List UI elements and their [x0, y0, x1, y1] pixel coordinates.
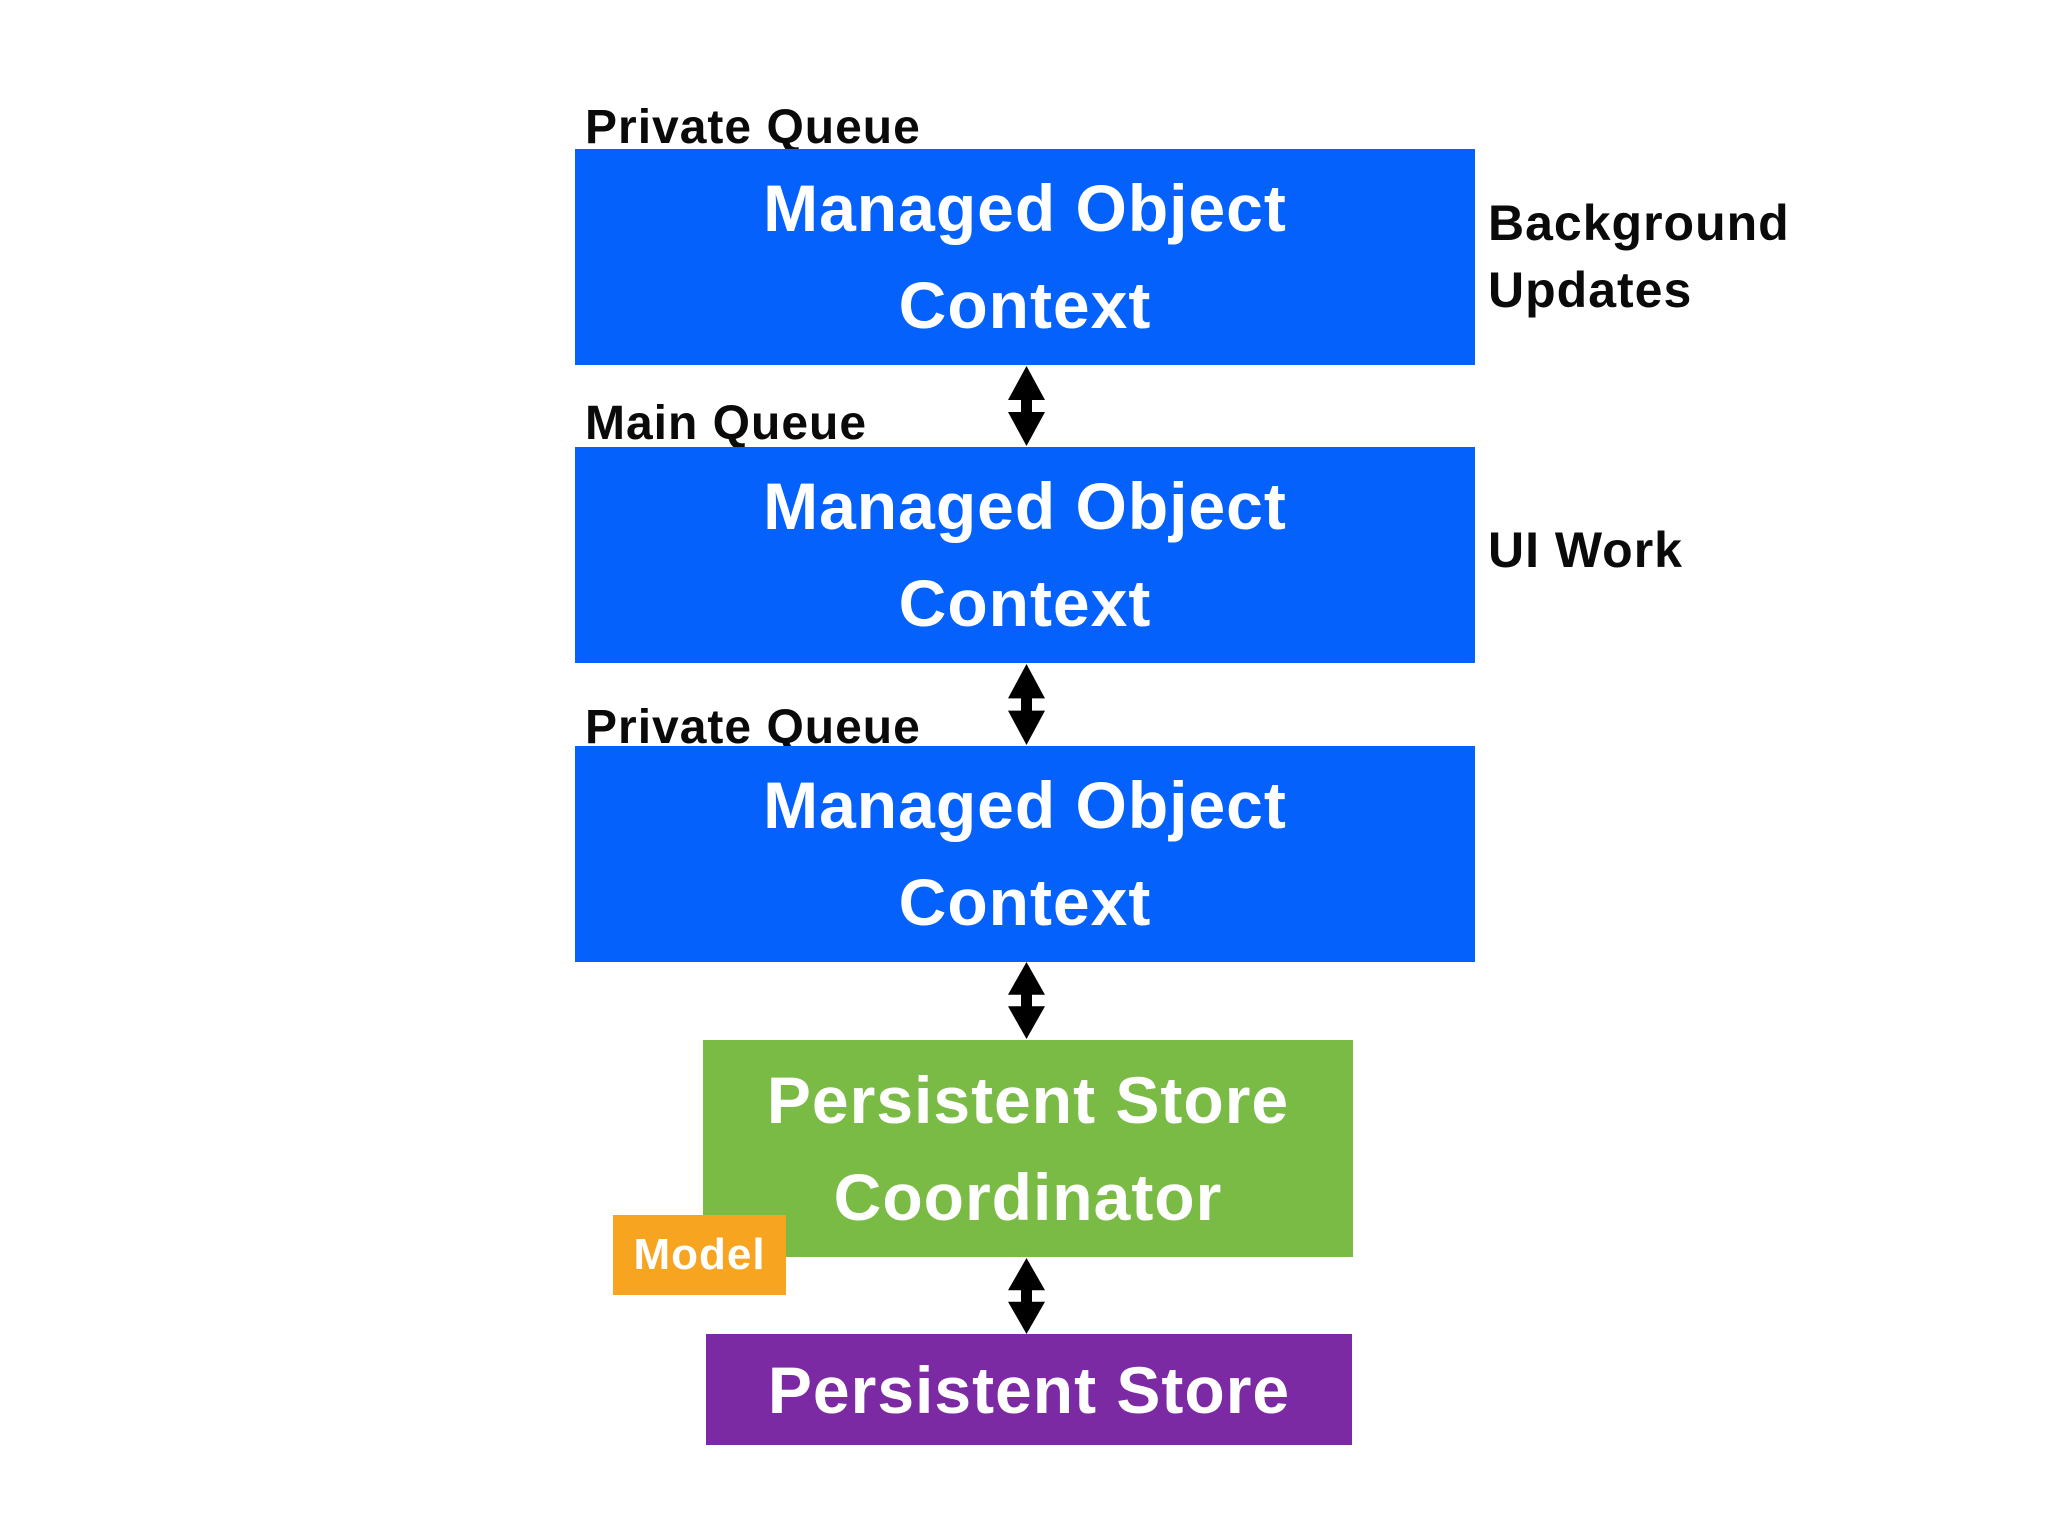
- double-arrow-icon: [1008, 366, 1045, 446]
- node-persistent-store-coordinator: Persistent Store Coordinator: [703, 1040, 1353, 1257]
- model-badge-label: Model: [633, 1230, 766, 1279]
- node-title-line: Coordinator: [833, 1159, 1223, 1234]
- annotation-line: Background: [1488, 195, 1790, 251]
- queue-label-private-2: Private Queue: [585, 701, 921, 754]
- annotation-line: UI Work: [1488, 522, 1683, 578]
- node-title-line: Context: [898, 865, 1152, 939]
- double-arrow-icon: [1008, 962, 1045, 1039]
- node-title-line: Context: [898, 566, 1152, 640]
- node-managed-object-context-background: Managed Object Context: [575, 149, 1475, 365]
- node-title-line: Persistent Store: [766, 1062, 1290, 1137]
- double-arrow-icon: [1008, 664, 1045, 745]
- model-badge: Model: [613, 1215, 786, 1295]
- node-title-line: Persistent Store: [767, 1352, 1291, 1427]
- node-managed-object-context-main: Managed Object Context: [575, 447, 1475, 663]
- queue-label-main: Main Queue: [585, 397, 868, 450]
- annotation-ui-work: UI Work: [1488, 517, 1683, 584]
- double-arrow-icon: [1008, 1258, 1045, 1334]
- queue-label-private-1: Private Queue: [585, 101, 921, 154]
- annotation-background-updates: Background Updates: [1488, 190, 1790, 324]
- node-persistent-store: Persistent Store: [706, 1334, 1352, 1445]
- node-title-line: Managed Object: [763, 768, 1287, 842]
- node-title-line: Managed Object: [763, 469, 1287, 543]
- annotation-line: Updates: [1488, 262, 1693, 318]
- node-title-line: Managed Object: [763, 171, 1287, 245]
- node-managed-object-context-private: Managed Object Context: [575, 746, 1475, 962]
- node-title-line: Context: [898, 268, 1152, 342]
